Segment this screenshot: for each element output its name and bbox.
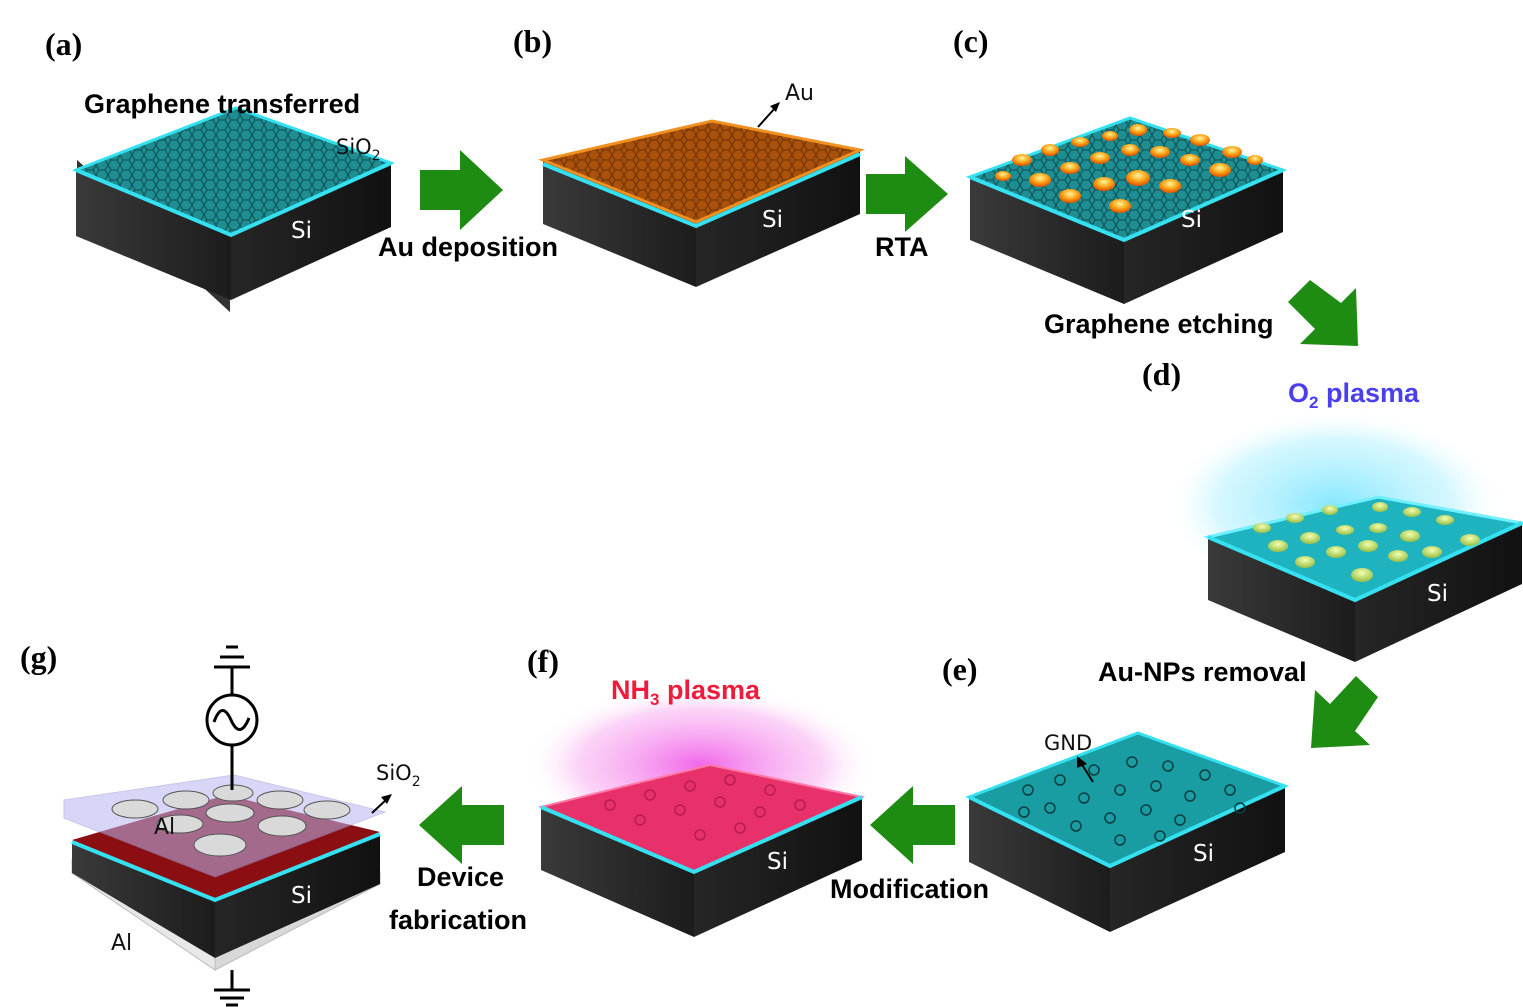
sio2-pointer-arrowhead [381, 794, 392, 804]
rta-label: RTA [875, 232, 929, 262]
si-label-f: Si [767, 849, 788, 875]
gnd-pointer-arrowhead [1077, 756, 1087, 768]
panel-a-substrate [71, 106, 396, 312]
au-nanoparticles [995, 124, 1263, 213]
gnd-pointer-arrow [1080, 762, 1094, 783]
arrow-d-to-e [1311, 676, 1378, 748]
arrow-a-to-b [420, 150, 503, 230]
device-label: Device [417, 862, 504, 892]
al-electrodes [111, 784, 351, 857]
al-label-bottom: Al [111, 931, 132, 956]
panel-label-c: (c) [953, 23, 989, 59]
au-pointer-arrow [757, 106, 777, 128]
sio2-label-g: SiO2 [376, 761, 421, 790]
sio2-label-a: SiO2 [336, 135, 381, 164]
au-nps-removal-label: Au-NPs removal [1098, 657, 1307, 687]
panel-d-substrate [1203, 495, 1523, 662]
panel-b-substrate [538, 119, 865, 287]
bottom-ground-icon [214, 988, 250, 1007]
si-label-b: Si [762, 207, 783, 233]
panel-label-f: (f) [527, 643, 559, 679]
panel-g-device [63, 645, 387, 1007]
panel-label-a: (a) [45, 26, 82, 62]
arrow-c-to-d [1288, 280, 1358, 346]
gnd-label: GND [1044, 731, 1092, 755]
panel-c-substrate [965, 116, 1288, 304]
graphene-nanodots [1018, 756, 1246, 846]
panel-label-d: (d) [1142, 356, 1181, 392]
modification-label: Modification [830, 874, 989, 904]
top-ground-icon [214, 645, 250, 669]
panel-label-b: (b) [513, 23, 552, 59]
au-pointer-arrowhead [770, 102, 780, 112]
au-deposition-label: Au deposition [378, 232, 558, 262]
fabrication-label: fabrication [389, 905, 527, 935]
si-label-a: Si [291, 218, 312, 244]
arrow-e-to-f [870, 786, 955, 864]
si-label-c: Si [1181, 207, 1202, 233]
o2-plasma-label: O2 plasma [1288, 378, 1420, 412]
panel-label-g: (g) [20, 639, 57, 675]
arrow-b-to-c [866, 156, 948, 232]
arrow-f-to-g [419, 786, 504, 864]
si-label-g: Si [291, 883, 312, 909]
al-label-top: Al [154, 815, 175, 840]
sio2-pointer-arrow [371, 798, 388, 814]
au-label: Au [785, 81, 814, 106]
panel-label-e: (e) [942, 651, 978, 687]
panel-e-substrate [965, 731, 1289, 932]
graphene-transferred-label: Graphene transferred [84, 89, 360, 119]
panel-f-substrate [537, 763, 866, 937]
si-label-e: Si [1193, 841, 1214, 867]
si-label-d: Si [1427, 581, 1448, 607]
nh3-plasma-label: NH3 plasma [611, 675, 761, 709]
graphene-etching-label: Graphene etching [1044, 309, 1274, 339]
